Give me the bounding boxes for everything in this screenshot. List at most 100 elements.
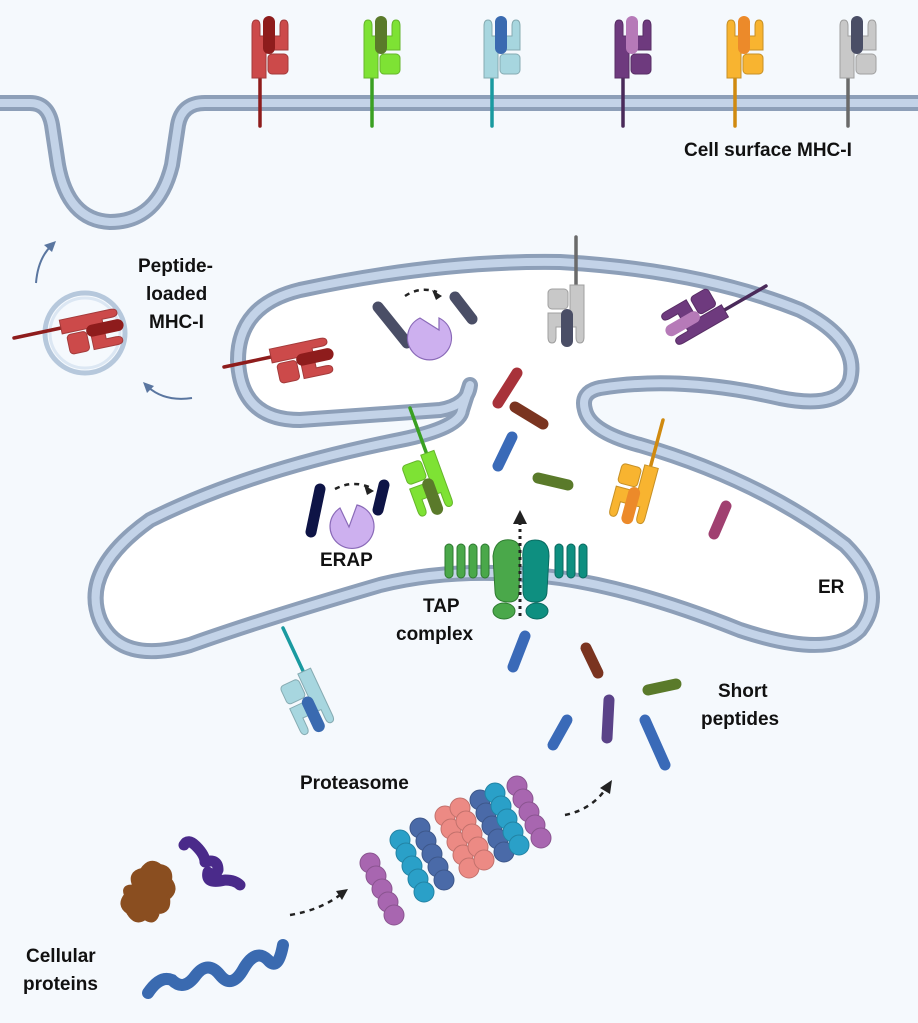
transmembrane-tail bbox=[722, 284, 768, 312]
beta2-microglobulin bbox=[276, 360, 301, 384]
erap-peptide-long bbox=[372, 301, 413, 349]
bound-peptide bbox=[851, 16, 863, 54]
beta2-microglobulin bbox=[267, 53, 289, 75]
transmembrane-tail bbox=[281, 626, 306, 674]
short-peptide bbox=[507, 630, 531, 673]
transmembrane-tail bbox=[408, 406, 429, 455]
to-proteasome-arrow bbox=[289, 893, 341, 917]
proteasome-subunit bbox=[473, 849, 495, 871]
er-peptide bbox=[509, 401, 549, 430]
er-mhc-gray bbox=[547, 235, 585, 347]
er-peptide bbox=[492, 431, 518, 472]
short-peptide bbox=[601, 694, 615, 744]
beta2-microglobulin bbox=[630, 53, 652, 75]
short-peptides-label-2: peptides bbox=[701, 709, 779, 730]
erap-upper bbox=[372, 288, 478, 361]
proteasome-label: Proteasome bbox=[300, 773, 409, 794]
to-peptides-arrow bbox=[564, 789, 606, 817]
short-peptide bbox=[642, 678, 682, 696]
bound-peptide bbox=[738, 16, 750, 54]
erap-label: ERAP bbox=[320, 550, 373, 571]
erap-peptide-trimmed bbox=[449, 291, 478, 325]
tap-complex bbox=[444, 510, 588, 620]
proteasome-subunit bbox=[508, 834, 530, 856]
proteasome-ring bbox=[389, 829, 435, 903]
er-mhc-orange bbox=[609, 418, 665, 525]
er-peptide bbox=[532, 472, 574, 491]
cell-surface-label: Cell surface MHC-I bbox=[684, 140, 852, 161]
proteasome-ring bbox=[359, 852, 405, 926]
surface-mhc-lightblue bbox=[483, 16, 521, 128]
transmembrane-tail bbox=[648, 418, 665, 469]
proteasome-ring bbox=[409, 817, 455, 891]
peptide-loaded-label-1: Peptide- bbox=[138, 256, 213, 277]
beta2-microglobulin bbox=[617, 463, 642, 488]
short-peptide bbox=[547, 714, 573, 751]
cellular-proteins-label-1: Cellular bbox=[26, 946, 96, 967]
bound-peptide bbox=[561, 309, 573, 347]
short-peptide bbox=[580, 642, 604, 679]
bound-peptide bbox=[296, 348, 334, 366]
bound-peptide bbox=[665, 311, 700, 337]
erap-enzyme-icon bbox=[329, 504, 375, 549]
er-peptide bbox=[708, 500, 732, 540]
tap-label-1: TAP bbox=[423, 596, 460, 617]
exocytosis-arrowhead bbox=[44, 241, 56, 252]
transport-arrowhead bbox=[513, 510, 527, 524]
arrowhead bbox=[364, 485, 374, 495]
er-mhc-red-loaded bbox=[222, 337, 334, 384]
er-mhc-purple bbox=[661, 284, 768, 345]
transmembrane-tail bbox=[12, 326, 63, 340]
bound-peptide bbox=[422, 478, 444, 515]
short-peptides-label-1: Short bbox=[718, 681, 768, 702]
bound-peptide bbox=[626, 16, 638, 54]
surface-mhc-gray bbox=[839, 16, 877, 128]
surface-mhc-red bbox=[251, 16, 289, 128]
proteasome-ring bbox=[484, 782, 530, 856]
globular-protein-icon bbox=[120, 860, 176, 923]
bound-peptide bbox=[301, 696, 325, 733]
erap-peptide-trimmed bbox=[372, 479, 390, 516]
erap-lower bbox=[305, 479, 390, 549]
beta2-microglobulin bbox=[742, 53, 764, 75]
vesicle-arrowhead bbox=[143, 382, 154, 393]
cellular-proteins bbox=[120, 836, 289, 999]
beta2-microglobulin bbox=[690, 288, 717, 315]
tap1-nbd bbox=[492, 602, 516, 620]
short-peptide bbox=[639, 714, 671, 771]
proteasome-subunit bbox=[530, 827, 552, 849]
plasma-membrane bbox=[0, 95, 918, 230]
er-mhc-red bbox=[222, 337, 334, 384]
bound-peptide bbox=[621, 487, 641, 525]
tap-label-2: complex bbox=[396, 624, 474, 645]
transmembrane-tail bbox=[222, 355, 273, 369]
tap2-nbd bbox=[525, 602, 549, 620]
beta2-microglobulin bbox=[66, 331, 91, 355]
proteasome-ring bbox=[506, 775, 552, 849]
arrowhead bbox=[432, 290, 442, 300]
peptide-loaded-label-3: MHC-I bbox=[149, 312, 204, 333]
surface-mhc-orange bbox=[726, 16, 764, 128]
tap1-helices bbox=[444, 543, 490, 579]
vesicle-mhc bbox=[12, 308, 124, 355]
peptides-group bbox=[492, 367, 732, 771]
coiled-protein-icon bbox=[178, 836, 246, 891]
beta2-microglobulin bbox=[402, 460, 427, 485]
erap-peptide-long bbox=[305, 483, 326, 538]
surface-mhc-purple bbox=[614, 16, 652, 128]
beta2-microglobulin bbox=[855, 53, 877, 75]
cellular-proteins-label-2: proteins bbox=[23, 974, 98, 995]
er-mhc-green bbox=[402, 406, 453, 517]
peptide-loaded-label-2: loaded bbox=[146, 284, 207, 305]
proteasome-ring bbox=[449, 797, 495, 871]
er-label: ER bbox=[818, 577, 845, 598]
bound-peptide bbox=[495, 16, 507, 54]
proteasome-subunit bbox=[413, 881, 435, 903]
beta2-microglobulin bbox=[547, 288, 569, 310]
bound-peptide bbox=[263, 16, 275, 54]
vesicle-mhc-red bbox=[12, 308, 124, 355]
er-mhc-lightblue bbox=[280, 626, 335, 736]
bound-peptide bbox=[86, 319, 124, 337]
